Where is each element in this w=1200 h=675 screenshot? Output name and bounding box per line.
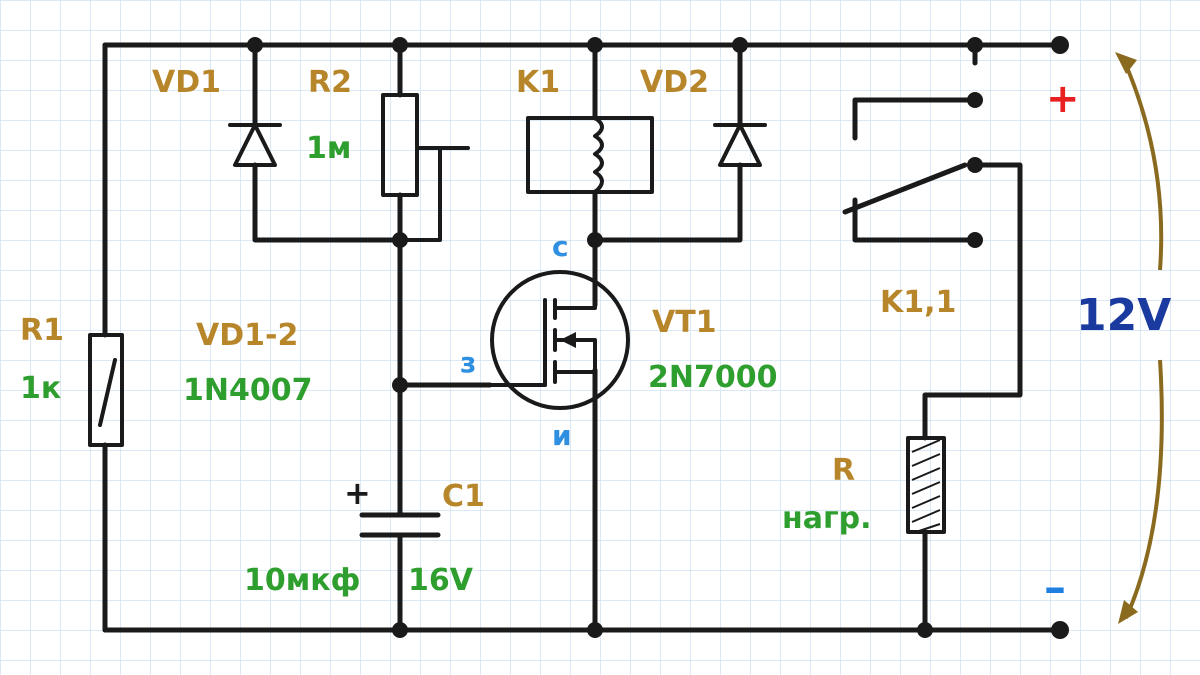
resistor-r1-symbol: [88, 333, 124, 447]
drain-pin-label: с: [552, 230, 569, 263]
minus-terminal: [1051, 621, 1069, 639]
potentiometer-r2-symbol: [381, 93, 470, 242]
supply-voltage: 12V: [1076, 290, 1171, 341]
minus-sign: –: [1044, 562, 1066, 613]
contact-nc-arm: [852, 97, 978, 141]
labels: VD1 R2 1м K1 VD2 R1 1к VD1-2 1N4007 VT1 …: [20, 65, 1171, 613]
mosfet-vt1-symbol: [488, 268, 630, 412]
relay-k1-coil-symbol: [526, 116, 654, 194]
vd12-value: 1N4007: [183, 373, 312, 408]
contact-common-wire: [922, 162, 1023, 441]
plus-sign: +: [1046, 76, 1080, 122]
diode-vd1-symbol: [228, 123, 282, 167]
voltage-arrows: [1115, 52, 1164, 624]
vd2-designator: VD2: [640, 65, 709, 100]
k11-designator: K1,1: [880, 285, 956, 320]
plus-terminal: [1051, 36, 1069, 54]
relay-k11-contacts-symbol: [842, 92, 983, 248]
load-designator: R: [832, 453, 855, 488]
wires: [102, 42, 1063, 633]
c1-voltage: 16V: [408, 563, 474, 598]
load-value: нагр.: [782, 501, 872, 536]
vd1-designator: VD1: [152, 65, 221, 100]
vt1-designator: VT1: [652, 305, 717, 340]
r2-value: 1м: [306, 131, 351, 166]
source-pin-label: и: [552, 419, 572, 452]
gate-pin-label: з: [460, 346, 476, 379]
c1-designator: C1: [442, 479, 485, 514]
k1-designator: K1: [516, 65, 560, 100]
vt1-value: 2N7000: [648, 360, 777, 395]
vd12-designator: VD1-2: [196, 318, 298, 353]
r1-value: 1к: [20, 371, 61, 406]
r2-designator: R2: [308, 65, 352, 100]
vd2-bottom-wire: [592, 162, 743, 243]
load-resistor-symbol: [906, 436, 946, 534]
c1-capacitance: 10мкф: [244, 563, 360, 598]
vd1-bottom-wire: [252, 162, 403, 243]
r1-designator: R1: [20, 313, 64, 348]
diode-vd2-symbol: [713, 123, 767, 167]
c1-polarity: +: [344, 474, 371, 512]
capacitor-c1-symbol: [359, 512, 441, 538]
